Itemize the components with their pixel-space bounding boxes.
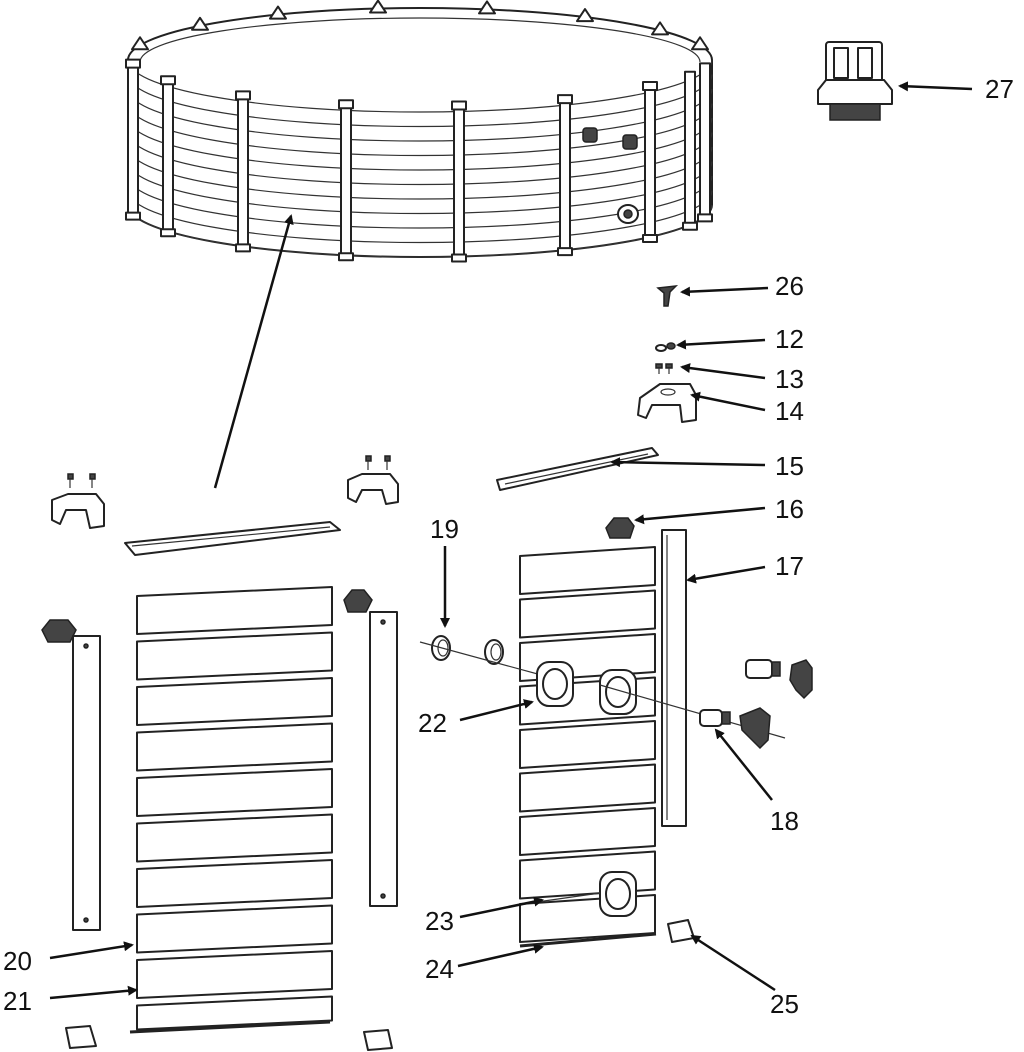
wall-plank — [136, 677, 333, 726]
wall-plank — [519, 763, 656, 813]
pool-rim-cap — [557, 94, 573, 105]
wall-plank — [519, 720, 656, 769]
pool-post-foot — [338, 252, 354, 262]
pool-post-foot — [235, 243, 251, 253]
wall-plank — [136, 631, 333, 681]
pool-post-foot — [160, 228, 176, 238]
right-wall-panel — [519, 546, 656, 943]
callout-16: 16 — [775, 494, 804, 524]
callout-13: 13 — [775, 364, 804, 394]
pool-post — [644, 83, 656, 241]
pool-fittings — [582, 127, 639, 224]
pool-rim-cap — [642, 81, 658, 92]
wall-plank — [136, 722, 333, 772]
callout-arrows — [49, 81, 973, 1000]
wall-plank — [136, 586, 333, 635]
part-14 — [637, 383, 697, 423]
callout-25: 25 — [770, 989, 799, 1019]
assembled-pool — [125, 0, 713, 263]
pool-rim-cap — [235, 90, 251, 101]
callout-26: 26 — [775, 271, 804, 301]
part-12 — [655, 342, 676, 352]
callout-22: 22 — [418, 708, 447, 738]
pool-rim-cap — [131, 36, 149, 51]
pool-rim-cap — [369, 0, 387, 14]
part-17-post — [661, 529, 687, 827]
pool-post — [237, 92, 249, 250]
pool-rim-cap — [451, 100, 467, 111]
pool-post — [340, 101, 352, 259]
part-23-fitting-frame — [529, 871, 637, 917]
clip-left — [65, 1025, 97, 1049]
pool-post-foot — [125, 211, 141, 221]
wall-plank — [136, 904, 333, 954]
pool-post-foot — [697, 213, 713, 223]
part-16-bracket — [605, 517, 635, 539]
left-top-rail — [124, 521, 341, 556]
callout-18: 18 — [770, 806, 799, 836]
wall-plank — [136, 768, 333, 817]
pool-rim-cap — [478, 0, 496, 15]
callout-15: 15 — [775, 451, 804, 481]
pool-post — [453, 102, 465, 260]
wall-plank — [136, 813, 333, 863]
wall-plank — [519, 546, 656, 595]
pool-post — [162, 77, 174, 235]
callout-17: 17 — [775, 551, 804, 581]
callout-12: 12 — [775, 324, 804, 354]
middle-post — [369, 611, 398, 907]
pool-rim-cap — [338, 99, 354, 110]
callout-14: 14 — [775, 396, 804, 426]
pool-rim-cap — [651, 21, 669, 36]
pool-post-foot — [682, 221, 698, 231]
callout-24: 24 — [425, 954, 454, 984]
wall-plank — [136, 859, 333, 908]
pool-rim-cap — [191, 16, 209, 31]
left-post-bracket — [41, 619, 77, 643]
wall-plank — [136, 950, 333, 999]
callout-19: 19 — [430, 514, 459, 544]
middle-post-bracket — [343, 589, 373, 613]
part-19-rings — [419, 635, 546, 677]
wall-plank — [136, 995, 333, 1031]
wall-plank — [519, 589, 656, 639]
part-15-top-rail — [496, 447, 659, 491]
middle-top-cap — [347, 455, 399, 505]
pool-rim-cap — [160, 75, 176, 86]
pool-post — [699, 62, 711, 220]
part-25-clip — [667, 919, 695, 943]
callout-27: 27 — [985, 74, 1014, 104]
pool-rim-cap — [576, 8, 594, 23]
pool-rim-cap — [269, 5, 287, 20]
left-wall-panel — [136, 586, 333, 1031]
callout-23: 23 — [425, 906, 454, 936]
left-top-cap — [51, 473, 105, 529]
pool-rim-cap — [691, 36, 709, 51]
part-13 — [655, 363, 673, 374]
pool-post-foot — [642, 234, 658, 244]
pool-post — [559, 96, 571, 254]
left-post — [72, 635, 101, 931]
pool-rim-cap — [125, 58, 141, 69]
pool-post-foot — [557, 247, 573, 257]
part-26 — [656, 285, 679, 307]
pool-post-foot — [451, 253, 467, 263]
left-bottom-track — [129, 1020, 331, 1034]
part-27 — [817, 41, 893, 121]
pool-post — [684, 70, 696, 228]
callout-21: 21 — [3, 986, 32, 1016]
wall-plank — [519, 807, 656, 856]
callout-20: 20 — [3, 946, 32, 976]
clip-middle — [363, 1029, 393, 1051]
part-18-valves — [699, 659, 813, 750]
pool-post — [127, 60, 139, 218]
